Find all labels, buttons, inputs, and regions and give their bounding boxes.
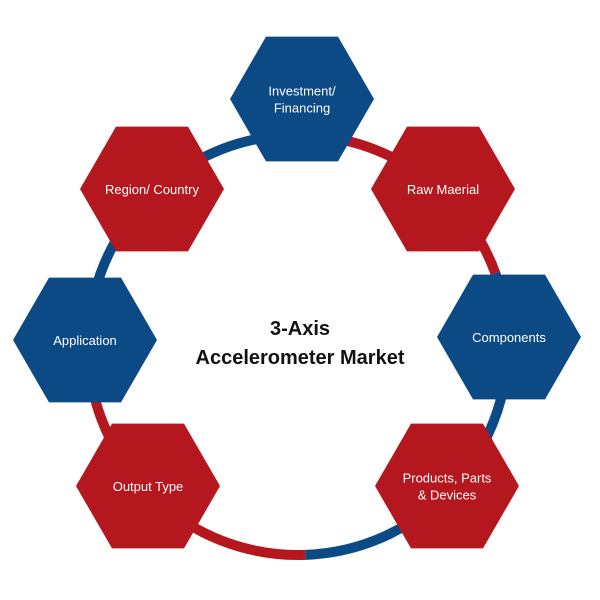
- center-title-line-2: Accelerometer Market: [196, 347, 405, 369]
- center-title-line-1: 3-Axis: [270, 318, 330, 340]
- hexagon-label: Region/ Country: [105, 182, 199, 197]
- hexagon-node-region: Region/ Country: [80, 126, 224, 252]
- hexagon-label: Application: [53, 333, 117, 348]
- hexagon-shape: [80, 126, 224, 252]
- hexagon-label: & Devices: [418, 488, 477, 503]
- hexagon-node-investment: Investment/Financing: [230, 36, 374, 162]
- hexagon-shape: [375, 423, 519, 549]
- hexagon-node-products: Products, Parts & Devices: [375, 423, 519, 549]
- hexagon-shape: [76, 423, 220, 549]
- hexagon-shape: [371, 126, 515, 252]
- hexagon-label: Products, Parts: [403, 471, 492, 486]
- hexagon-label: Raw Maerial: [407, 182, 479, 197]
- hexagon-label: Output Type: [113, 479, 184, 494]
- hexagon-shape: [13, 277, 157, 403]
- hexagon-node-components: Components: [437, 274, 581, 400]
- hexagon-label: Investment/: [268, 84, 336, 99]
- hexagon-node-raw-material: Raw Maerial: [371, 126, 515, 252]
- hexagon-shape: [437, 274, 581, 400]
- hexagon-label: Financing: [274, 101, 330, 116]
- hexagon-node-application: Application: [13, 277, 157, 403]
- hexagon-shape: [230, 36, 374, 162]
- hexagon-node-output-type: Output Type: [76, 423, 220, 549]
- hexagon-label: Components: [472, 330, 546, 345]
